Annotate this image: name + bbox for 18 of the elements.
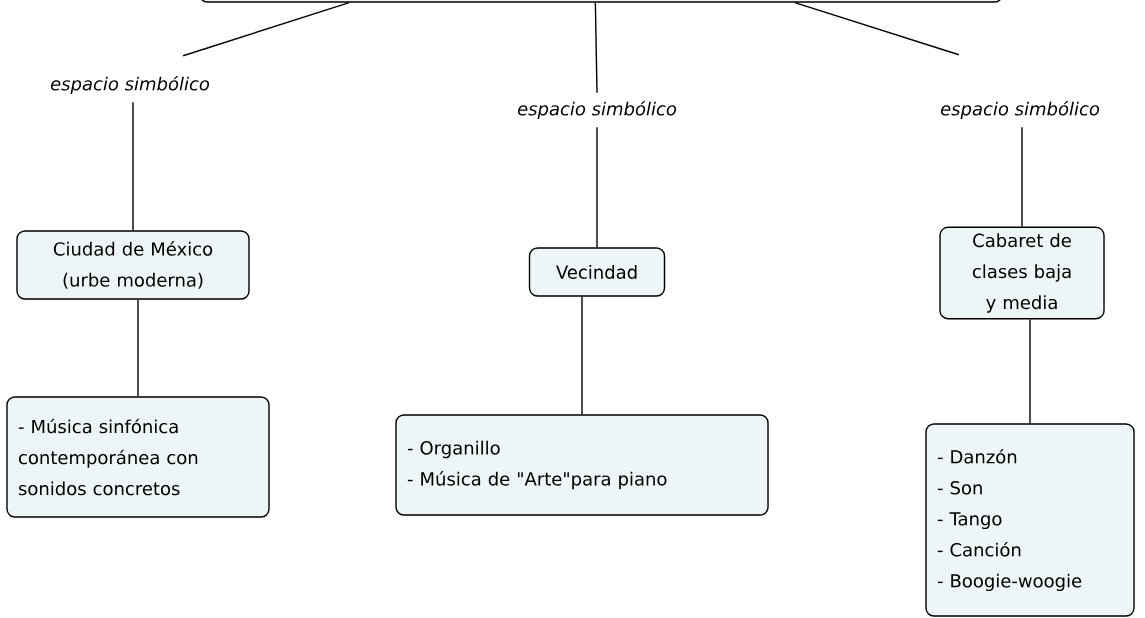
concept-box: Cabaret de clases baja y media [939,226,1105,320]
concept-box: - Organillo - Música de "Arte"para piano [395,414,769,516]
connector-line [182,2,350,57]
concept-box: - Danzón - Son - Tango - Canción - Boogie-woogie [925,423,1135,617]
linking-phrase: espacio simbólico [940,100,1100,120]
connector-line [1021,126,1023,228]
concept-box: Ciudad de México (urbe moderna) [16,230,250,300]
connector-line [596,126,598,248]
linking-phrase: espacio simbólico [517,100,677,120]
connector-line [1029,318,1031,424]
connector-line [594,2,598,94]
connector-line [794,2,960,56]
linking-phrase: espacio simbólico [50,75,210,95]
concept-box: Vecindad [528,247,666,297]
concept-box: - Música sinfónica contemporánea con sonidos concretos [6,396,270,518]
connector-line [137,299,139,397]
connector-line [132,101,134,231]
connector-line [581,296,583,415]
